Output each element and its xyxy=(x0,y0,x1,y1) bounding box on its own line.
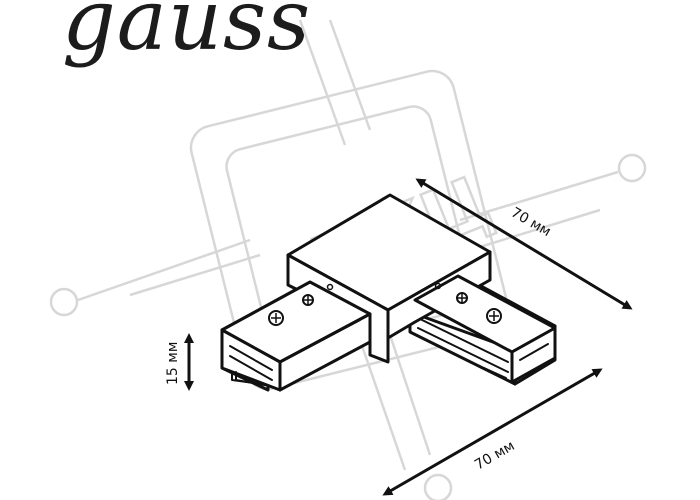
dimension-bottom-label: 70 мм xyxy=(472,438,518,474)
left-arm-groove xyxy=(229,355,273,381)
watermark-node xyxy=(49,287,79,317)
watermark-line xyxy=(77,238,251,302)
right-arm-slot xyxy=(417,317,509,363)
brand-logo: gauss xyxy=(62,0,312,69)
left-arm-contact-tab xyxy=(235,371,271,387)
screw-icon xyxy=(268,310,284,326)
dimension-top-label: 70 мм xyxy=(508,205,554,241)
watermark-line xyxy=(328,19,372,131)
pin-hole xyxy=(326,283,334,291)
double-arrow-icon xyxy=(415,178,633,310)
watermark-node xyxy=(423,473,453,500)
watermark-line xyxy=(298,19,347,146)
screw-icon xyxy=(486,308,502,324)
watermark-line xyxy=(129,253,261,297)
right-arm-cap-line xyxy=(519,343,549,361)
left-arm-groove xyxy=(229,345,273,371)
left-arm-rail xyxy=(291,319,361,357)
right-arm-slot xyxy=(417,327,509,373)
dimension-height-label: 15 мм xyxy=(165,342,181,385)
screw-icon xyxy=(456,292,468,304)
watermark-node xyxy=(617,153,647,183)
left-arm-end xyxy=(220,328,282,392)
double-arrow-icon xyxy=(382,368,603,496)
screw-icon xyxy=(302,294,314,306)
